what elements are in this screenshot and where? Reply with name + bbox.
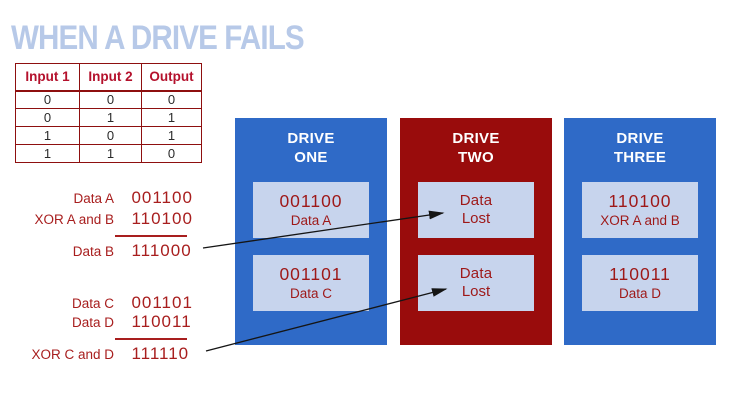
- drive-two: DRIVE TWO Data Lost Data Lost: [400, 118, 552, 345]
- drive-title-line: DRIVE: [616, 130, 664, 147]
- calc-row-data-a: Data A 001100: [15, 188, 193, 208]
- calc-value: 111110: [131, 344, 190, 363]
- calc-label: Data C: [71, 296, 114, 311]
- drive-two-block-data-lost-2: Data Lost: [418, 255, 534, 311]
- calc-row-data-c: Data C 001101: [15, 293, 193, 313]
- table-cell: 0: [141, 144, 202, 163]
- table-row: 1 1 0: [15, 144, 202, 163]
- block-lost-line: Data: [459, 265, 493, 282]
- drive-three: DRIVE THREE 110100 XOR A and B 110011 Da…: [564, 118, 716, 345]
- drive-one-title: DRIVE ONE: [235, 129, 387, 167]
- calc-row-xor-ab: XOR A and B 110100: [15, 209, 193, 229]
- calc-row-xor-cd-result: XOR C and D 111110: [15, 344, 189, 364]
- table-cell: 1: [15, 144, 80, 163]
- block-label: Data C: [289, 286, 333, 301]
- table-row: 1 0 1: [15, 126, 202, 145]
- table-header-row: Input 1 Input 2 Output: [15, 63, 202, 92]
- drive-title-line: ONE: [294, 149, 328, 166]
- drive-one: DRIVE ONE 001100 Data A 001101 Data C: [235, 118, 387, 345]
- calc-label: Data B: [72, 244, 114, 259]
- table-cell: 1: [79, 108, 142, 127]
- table-header-input1: Input 1: [15, 63, 80, 92]
- block-lost-line: Lost: [461, 283, 491, 300]
- page-title: WHEN A DRIVE FAILS: [11, 19, 305, 57]
- calc-row-data-b-result: Data B 111000: [15, 241, 192, 261]
- xor-sum-line: [115, 338, 187, 340]
- block-lost-line: Data: [459, 192, 493, 209]
- table-cell: 0: [15, 90, 80, 109]
- drive-title-line: DRIVE: [287, 130, 335, 147]
- block-lost-line: Lost: [461, 210, 491, 227]
- drive-one-block-data-c: 001101 Data C: [253, 255, 369, 311]
- table-cell: 0: [141, 90, 202, 109]
- calc-row-data-d: Data D 110011: [15, 312, 192, 332]
- table-cell: 1: [141, 108, 202, 127]
- calc-value: 001100: [131, 188, 193, 207]
- drive-title-line: TWO: [458, 149, 494, 166]
- xor-sum-line: [115, 235, 187, 237]
- calc-label: Data A: [73, 191, 114, 206]
- calc-label: XOR A and B: [34, 212, 114, 227]
- drive-title-line: THREE: [613, 149, 667, 166]
- calc-value: 001101: [131, 293, 193, 312]
- block-label: Data D: [618, 286, 662, 301]
- block-value: 001100: [279, 191, 343, 211]
- table-header-output: Output: [141, 63, 202, 92]
- drive-three-block-xor-ab: 110100 XOR A and B: [582, 182, 698, 238]
- table-cell: 1: [141, 126, 202, 145]
- table-cell: 1: [79, 144, 142, 163]
- table-cell: 0: [79, 126, 142, 145]
- block-value: 110100: [608, 191, 672, 211]
- drive-three-title: DRIVE THREE: [564, 129, 716, 167]
- table-cell: 0: [15, 108, 80, 127]
- drive-three-block-data-d: 110011 Data D: [582, 255, 698, 311]
- table-cell: 0: [79, 90, 142, 109]
- block-label: Data A: [290, 213, 332, 228]
- calc-value: 111000: [131, 241, 192, 260]
- xor-truth-table: Input 1 Input 2 Output 0 0 0 0 1 1 1 0 1: [15, 63, 202, 163]
- drive-two-block-data-lost-1: Data Lost: [418, 182, 534, 238]
- calc-value: 110011: [131, 312, 192, 331]
- block-value: 001101: [279, 264, 343, 284]
- block-label: XOR A and B: [600, 213, 680, 228]
- block-value: 110011: [609, 264, 671, 284]
- calc-label: XOR C and D: [31, 347, 114, 362]
- table-row: 0 0 0: [15, 90, 202, 109]
- table-cell: 1: [15, 126, 80, 145]
- drive-one-block-data-a: 001100 Data A: [253, 182, 369, 238]
- table-header-input2: Input 2: [79, 63, 142, 92]
- table-row: 0 1 1: [15, 108, 202, 127]
- drive-two-title: DRIVE TWO: [400, 129, 552, 167]
- drive-title-line: DRIVE: [452, 130, 500, 147]
- calc-value: 110100: [131, 209, 193, 228]
- calc-label: Data D: [71, 315, 114, 330]
